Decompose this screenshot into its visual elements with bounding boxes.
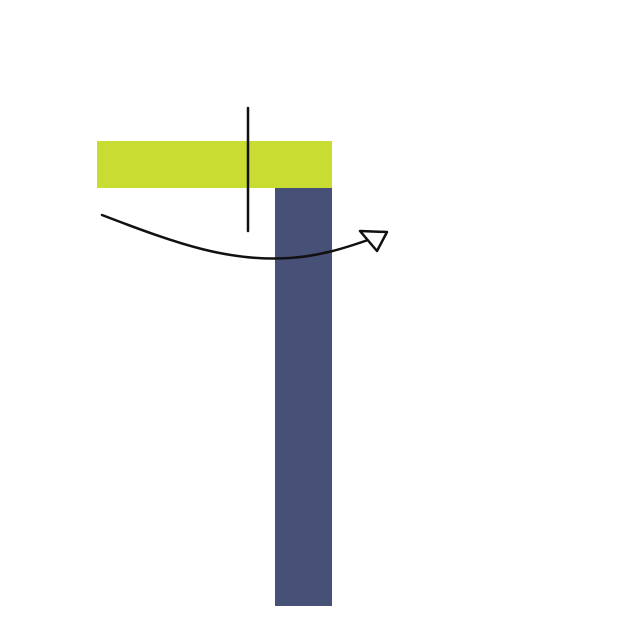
arrowhead-icon [358,229,389,253]
curved-arrow-line [100,213,370,260]
horizontal-bar [97,141,332,188]
